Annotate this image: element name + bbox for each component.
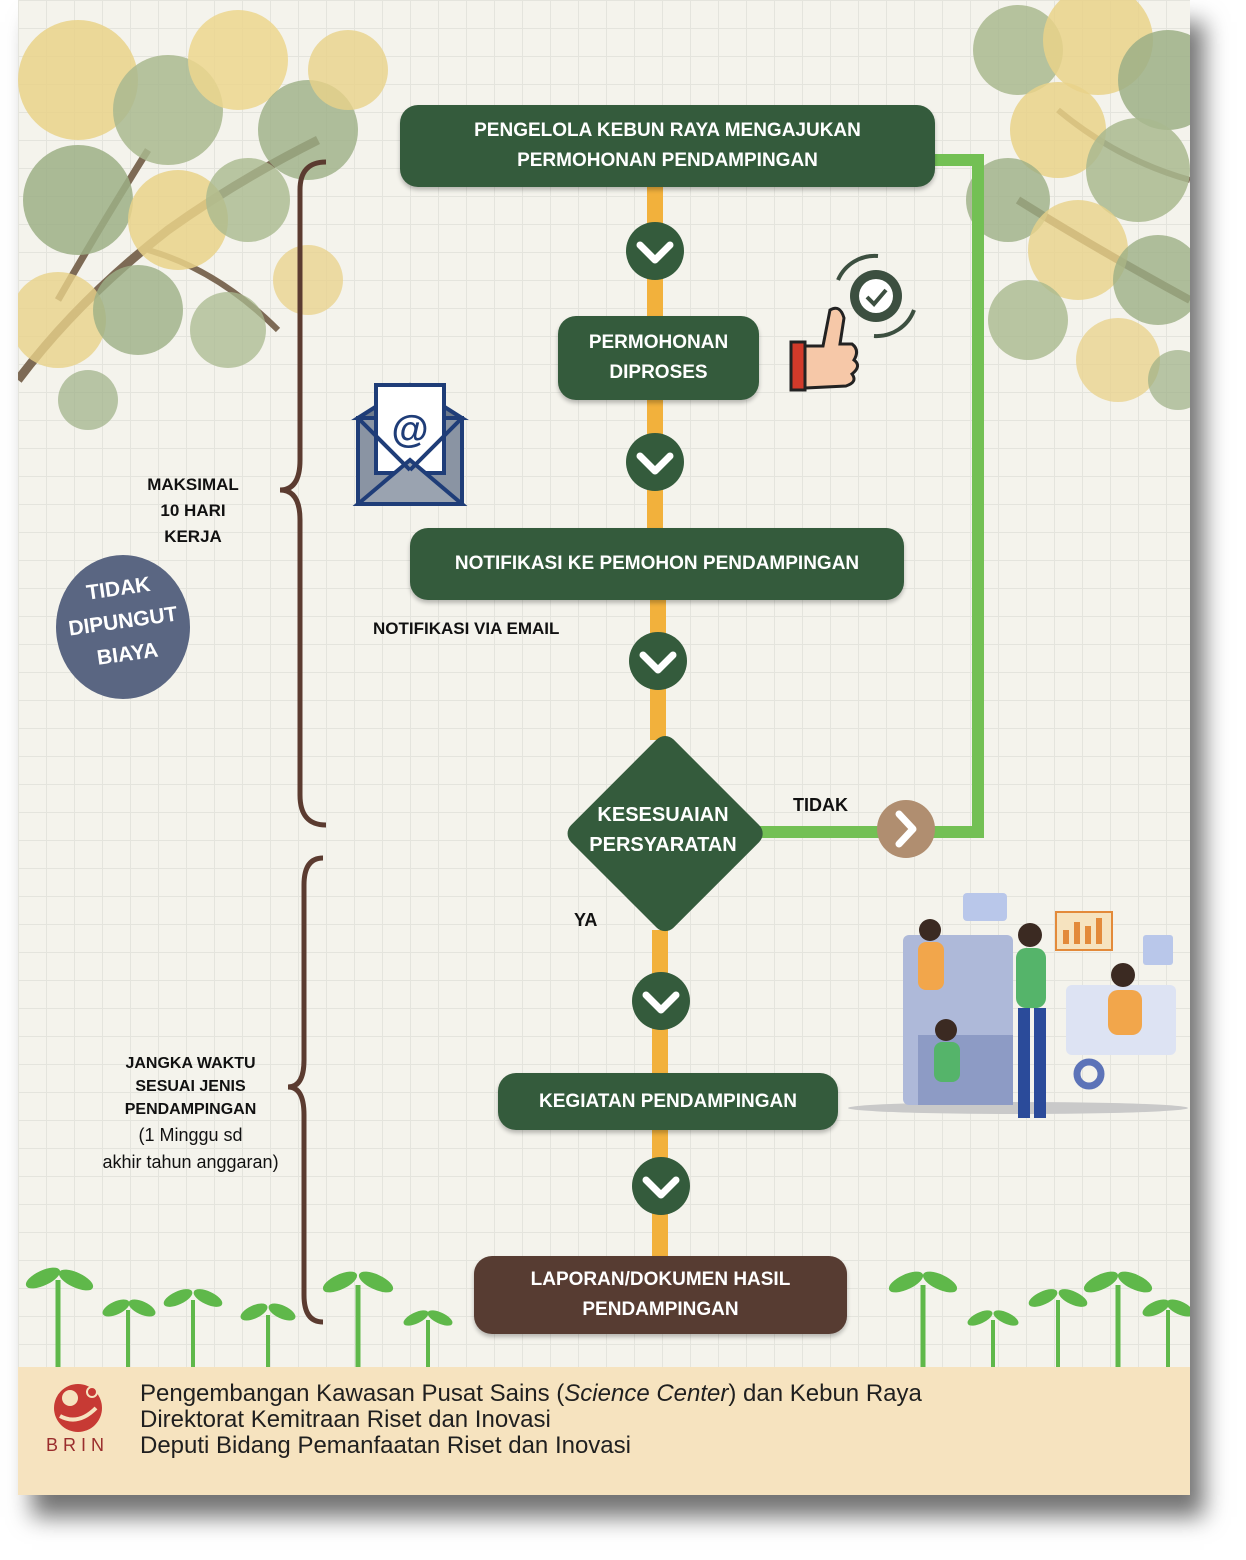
brin-logo-icon: [54, 1384, 102, 1432]
step-request-processed: PERMOHONAN DIPROSES: [558, 316, 759, 400]
duration2-line2: SESUAI JENIS: [135, 1078, 246, 1095]
decision-label: KESESUAIAN PERSYARATAN: [563, 800, 763, 860]
step-assistance-activity-label: KEGIATAN PENDAMPINGAN: [539, 1090, 797, 1112]
step-final-report-line1: LAPORAN/DOKUMEN HASIL: [530, 1269, 791, 1290]
check-chevron-icon: [626, 433, 684, 491]
duration-by-type-note: (1 Minggu sd akhir tahun anggaran): [78, 1122, 303, 1176]
footer-line1-pre: Pengembangan Kawasan Pusat Sains (: [140, 1380, 565, 1407]
email-note: NOTIFIKASI VIA EMAIL: [373, 619, 560, 638]
step-assistance-activity: KEGIATAN PENDAMPINGAN: [498, 1073, 838, 1130]
chevron-right-icon: [877, 800, 935, 858]
footer-line1: Pengembangan Kawasan Pusat Sains (Scienc…: [140, 1380, 922, 1408]
step-final-report: LAPORAN/DOKUMEN HASIL PENDAMPINGAN: [474, 1256, 847, 1334]
step-notification-label: NOTIFIKASI KE PEMOHON PENDAMPINGAN: [454, 553, 860, 574]
step-submit-request-line2: PERMOHONAN PENDAMPINGAN: [517, 150, 818, 171]
free-of-charge-badge-text: TIDAK DIPUNGUT BIAYA: [50, 563, 196, 680]
check-chevron-icon: [626, 222, 684, 280]
decision-yes-label: YA: [574, 910, 598, 930]
duration-line2: 10 HARI: [160, 501, 226, 520]
infographic-card: @: [18, 0, 1190, 1495]
email-envelope-icon: @: [351, 382, 469, 506]
footer-line3: Deputi Bidang Pemanfaatan Riset dan Inov…: [140, 1432, 631, 1459]
brin-logo-text: BRIN: [46, 1435, 110, 1455]
thumbs-up-gear-icon: [789, 253, 916, 392]
step-submit-request-line1: PENGELOLA KEBUN RAYA MENGAJUKAN: [474, 120, 861, 141]
brace-bottom: [287, 855, 324, 1325]
free-of-charge-badge: [56, 555, 190, 699]
brace-top: [279, 159, 327, 828]
step-notification: NOTIFIKASI KE PEMOHON PENDAMPINGAN: [410, 528, 904, 600]
duration-line3: KERJA: [164, 527, 222, 546]
duration2-line3: PENDAMPINGAN: [124, 1101, 257, 1118]
check-chevron-icon: [632, 1157, 690, 1215]
team-meeting-illustration: [848, 893, 1188, 1118]
decision-diamond: [567, 736, 763, 932]
footer-band: [18, 1367, 1190, 1495]
footer-line1-post: ) dan Kebun Raya: [728, 1380, 922, 1407]
footer-line1-emphasis: Science Center: [564, 1380, 729, 1407]
duration-by-type: JANGKA WAKTU SESUAI JENIS PENDAMPINGAN: [88, 1052, 293, 1121]
tree-left-decoration: [18, 10, 388, 430]
decision-label-line1: KESESUAIAN: [597, 804, 729, 826]
duration2-note-line2: akhir tahun anggaran): [102, 1152, 279, 1172]
tree-right-decoration: [966, 0, 1190, 410]
check-chevron-icon: [629, 632, 687, 690]
check-chevron-icons: [626, 222, 690, 1215]
step-submit-request: PENGELOLA KEBUN RAYA MENGAJUKAN PERMOHONA…: [400, 105, 935, 187]
flow-scene: @: [18, 0, 1190, 1367]
step-final-report-line2: PENDAMPINGAN: [582, 1299, 739, 1320]
sprouts-decoration: [25, 1267, 1190, 1367]
step-request-processed-line1: PERMOHONAN: [588, 332, 729, 353]
footer-line2: Direktorat Kemitraan Riset dan Inovasi: [140, 1406, 551, 1433]
duration-line1: MAKSIMAL: [147, 475, 239, 494]
decision-no-label: TIDAK: [793, 795, 848, 815]
loop-connector: [748, 154, 984, 838]
decision-label-line2: PERSYARATAN: [589, 834, 737, 856]
svg-text:@: @: [391, 409, 428, 451]
duration2-note-line1: (1 Minggu sd: [138, 1125, 243, 1145]
step-request-processed-line2: DIPROSES: [609, 362, 708, 383]
duration2-line1: JANGKA WAKTU: [125, 1055, 256, 1072]
duration-max-10-days: MAKSIMAL 10 HARI KERJA: [128, 472, 258, 550]
check-chevron-icon: [632, 972, 690, 1030]
